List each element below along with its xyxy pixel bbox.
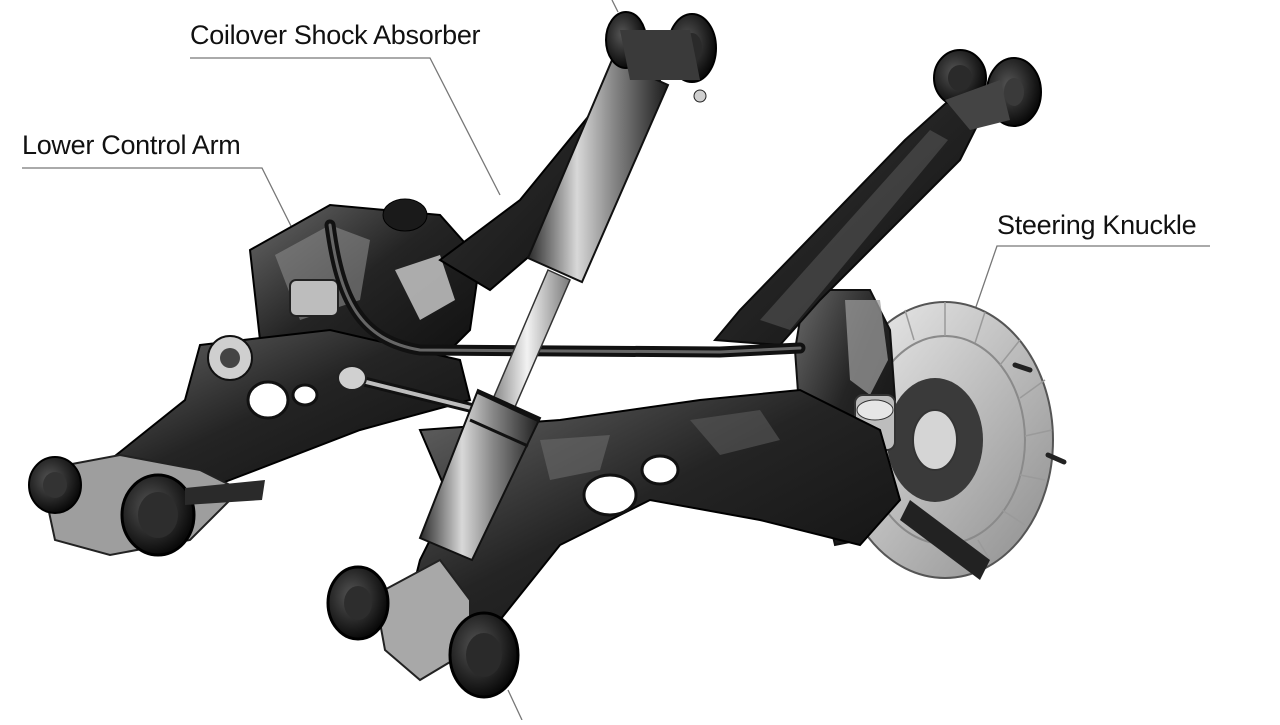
upper-right-control-arm bbox=[712, 49, 1042, 347]
steering-knuckle-label: Steering Knuckle bbox=[997, 210, 1197, 240]
leader-line-coilover bbox=[190, 57, 501, 196]
anti-roll-bar bbox=[324, 219, 806, 358]
leader-line-bottom bbox=[507, 689, 523, 721]
center-lower-arm bbox=[398, 388, 902, 652]
lower-bushing-cluster bbox=[326, 558, 520, 699]
leader-line-lower-control-arm bbox=[22, 167, 293, 229]
trailing-link bbox=[28, 453, 265, 557]
coilover-shock-absorber-label: Coilover Shock Absorber bbox=[190, 20, 481, 50]
lower-control-arm-label: Lower Control Arm bbox=[22, 130, 241, 160]
lower-control-arm bbox=[93, 328, 472, 512]
leader-lines bbox=[22, 0, 1210, 721]
coilover-shock-absorber bbox=[418, 11, 717, 562]
leader-line-top bbox=[611, 0, 619, 13]
leader-line-steering-knuckle bbox=[967, 245, 1210, 331]
